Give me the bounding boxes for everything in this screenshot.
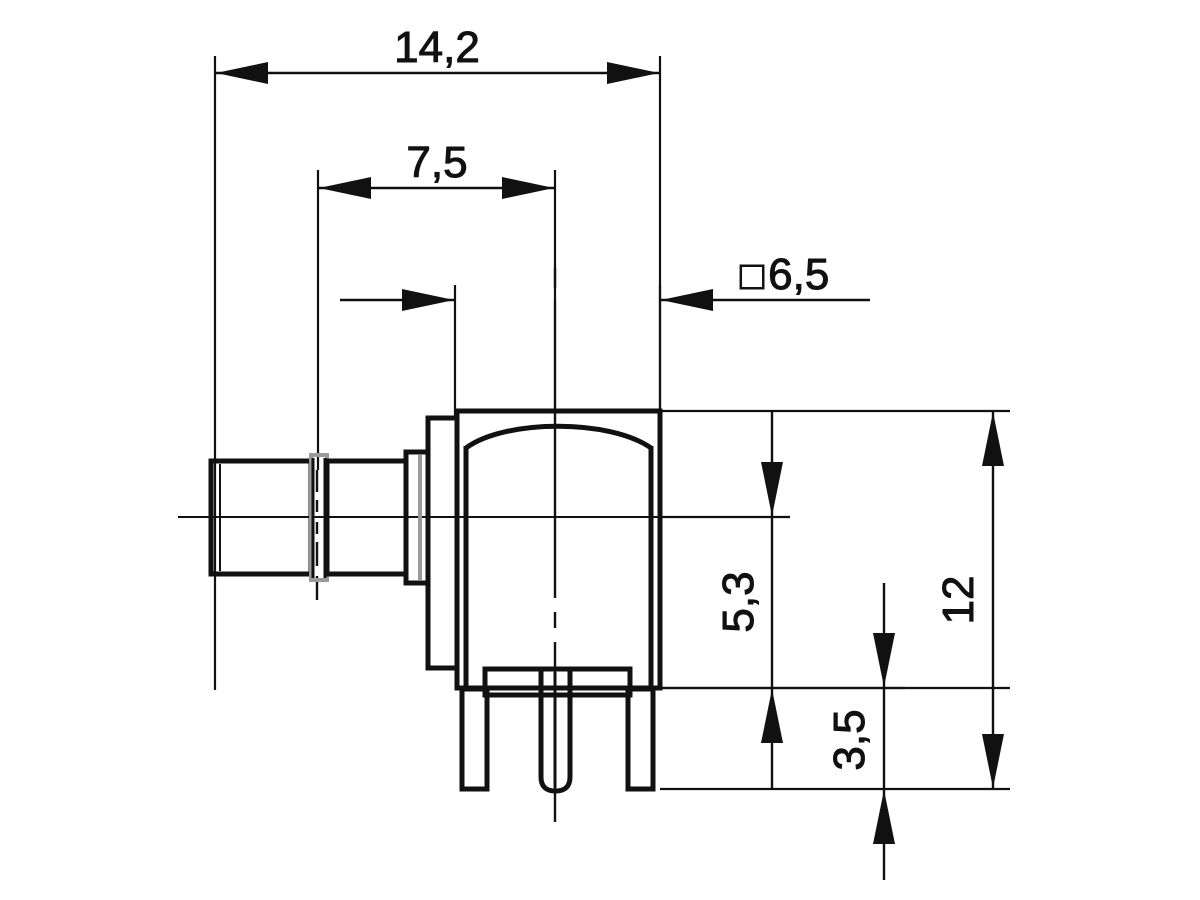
arrowhead-right-65 (661, 289, 713, 311)
arrowhead-left-142 (216, 62, 268, 84)
flange-plate (425, 415, 460, 671)
dimension-standoff-height (660, 583, 1010, 880)
arrowhead-12-bottom (982, 734, 1004, 788)
body-square-value: 6,5 (768, 250, 829, 299)
arrowhead-35-bottom (873, 790, 895, 844)
dimension-label-overall-length: 14,2 (394, 23, 480, 72)
dimension-overall-height (660, 409, 1010, 789)
dimension-label-overall-height: 12 (934, 576, 983, 625)
flange-outline (425, 415, 460, 671)
dimension-label-axis-height: 5,3 (714, 571, 763, 632)
arrowhead-53-top (761, 462, 783, 516)
dimension-flange-offset (316, 170, 557, 470)
dimension-label-standoff-height: 3,5 (825, 709, 874, 770)
dimension-body-square (340, 285, 870, 420)
body-outline (454, 408, 663, 691)
arrowhead-right-142 (607, 62, 659, 84)
arrowhead-left-75 (319, 177, 371, 199)
ground-pin-right (625, 686, 656, 792)
square-symbol-glyph: □ (740, 254, 764, 298)
arrowhead-53-bottom (761, 689, 783, 743)
standoff-step (482, 666, 633, 698)
ground-pin-left (459, 686, 490, 792)
dimension-label-flange-offset: 7,5 (406, 138, 467, 187)
dimension-label-body-square: □6,5 (740, 250, 829, 299)
arrowhead-left-65 (402, 289, 454, 311)
body-top-arc (464, 423, 653, 451)
dimension-overall-length (213, 56, 662, 690)
arrowhead-35-top (873, 633, 895, 687)
drawing-geometry: 14,2 7,5 (178, 23, 1010, 880)
center-signal-pin (538, 666, 573, 794)
connector-body (454, 408, 663, 691)
arrowhead-right-75 (502, 177, 554, 199)
arrowhead-12-top (982, 412, 1004, 466)
pin-assembly (459, 666, 656, 794)
